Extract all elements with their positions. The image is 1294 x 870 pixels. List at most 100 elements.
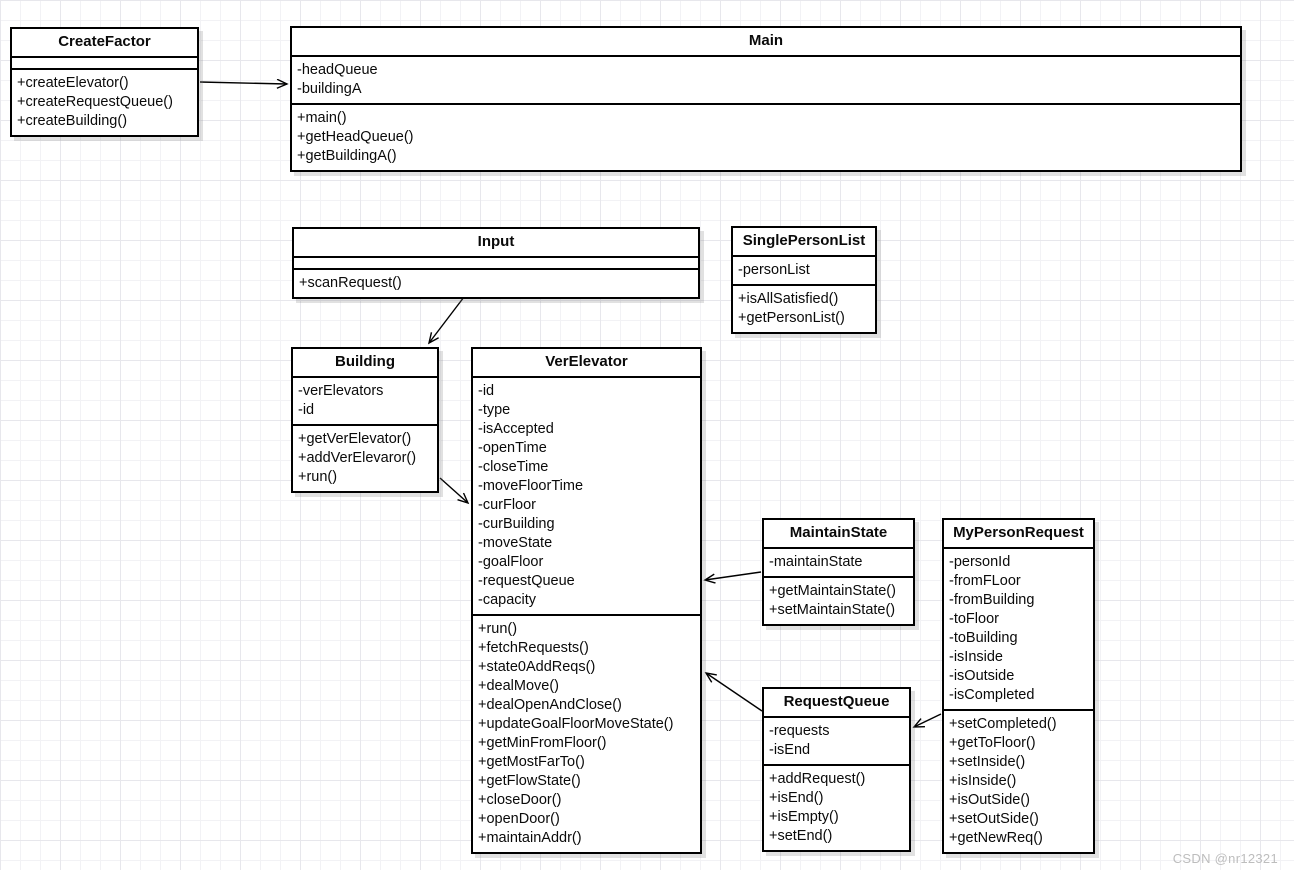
method: +run() [478,621,518,637]
class-methods-main: +main() +getHeadQueue() +getBuildingA() [292,103,1240,170]
method: +main() [297,110,347,126]
method: +getFlowState() [478,773,581,789]
attribute: -fromFLoor [949,573,1021,589]
method: +isInside() [949,773,1017,789]
attribute: -capacity [478,592,537,608]
attribute: -id [298,402,315,418]
class-attributes-ver-elevator: -id-type-isAccepted-openTime-closeTime-m… [473,378,700,614]
arrow-requestqueue-to-verelevator [706,673,763,712]
method: +dealMove() [478,678,559,694]
attribute: -fromBuilding [949,592,1035,608]
class-box-building: Building -verElevators -id +getVerElevator(… [291,347,439,493]
method: +createRequestQueue() [17,94,173,110]
attribute: -isOutside [949,668,1015,684]
attribute: -personId [949,554,1011,570]
attribute: -toFloor [949,611,999,627]
class-attributes-my-person-request: -personId -fromFLoor -fromBuilding -toFloor… [944,549,1093,709]
method: +getMostFarTo() [478,754,585,770]
attribute: -id [478,383,495,399]
attribute: -requestQueue [478,573,575,589]
attribute: -verElevators [298,383,384,399]
arrow-building-to-verelevator [439,477,468,503]
method: +updateGoalFloorMoveState() [478,716,674,732]
arrow-input-to-building [429,296,465,343]
method: +run() [298,469,338,485]
class-box-single-person-list: SinglePersonList-personList+isAllSatisfi… [731,226,877,334]
class-box-maintain-state: MaintainState-maintainState+getMaintainS… [762,518,915,626]
method: +getToFloor() [949,735,1036,751]
class-box-create-factor: CreateFactor +createElevator() +createRequ… [10,27,199,137]
method: +maintainAddr() [478,830,582,846]
method: +setOutSide() [949,811,1039,827]
method: +fetchRequests() [478,640,589,656]
method: +setInside() [949,754,1026,770]
class-methods-single-person-list: +isAllSatisfied() +getPersonList() [733,284,875,332]
attribute: -isInside [949,649,1003,665]
class-title-create-factor: CreateFactor [12,29,197,58]
method: +setCompleted() [949,716,1057,732]
method: +getHeadQueue() [297,129,414,145]
method: +openDoor() [478,811,560,827]
class-title-main: Main [292,28,1240,57]
attribute: -openTime [478,440,547,456]
method: +getVerElevator() [298,431,412,447]
class-box-my-person-request: MyPersonRequest -personId -fromFLoor -fromB… [942,518,1095,854]
method: +scanRequest() [299,275,402,291]
attribute: -isEnd [769,742,811,758]
class-methods-request-queue: +addRequest()+isEnd()+isEmpty()+setEnd() [764,764,909,850]
class-attributes-request-queue: -requests -isEnd [764,718,909,764]
arrow-maintainstate-to-verelevator [705,571,762,580]
class-title-my-person-request: MyPersonRequest [944,520,1093,549]
attribute: -requests [769,723,830,739]
class-methods-building: +getVerElevator()+addVerElevaror()+run() [293,424,437,491]
class-attributes-maintain-state: -maintainState [764,549,913,576]
class-title-input: Input [294,229,698,258]
method: +isOutSide() [949,792,1030,808]
class-attributes-single-person-list: -personList [733,257,875,284]
method: +createElevator() [17,75,129,91]
class-title-request-queue: RequestQueue [764,689,909,718]
method: +dealOpenAndClose() [478,697,622,713]
method: +getMinFromFloor() [478,735,607,751]
method: +getBuildingA() [297,148,397,164]
attribute: -maintainState [769,554,863,570]
attribute: -goalFloor [478,554,544,570]
method: +getNewReq() [949,830,1043,846]
attribute: -type [478,402,511,418]
method: +isAllSatisfied() [738,291,839,307]
class-attributes-input [294,258,698,268]
attribute: -buildingA [297,81,362,97]
attribute: -isCompleted [949,687,1035,703]
attribute: -curBuilding [478,516,555,532]
class-methods-create-factor: +createElevator() +createRequestQueue() +c… [12,68,197,135]
attribute: -headQueue [297,62,378,78]
class-title-ver-elevator: VerElevator [473,349,700,378]
method: +setEnd() [769,828,833,844]
attribute: -curFloor [478,497,537,513]
method: +getPersonList() [738,310,845,326]
class-methods-my-person-request: +setCompleted() +getToFloor() +setInside()… [944,709,1093,852]
method: +createBuilding() [17,113,128,129]
method: +addRequest() [769,771,866,787]
watermark: CSDN @nr12321 [1172,851,1278,866]
class-methods-maintain-state: +getMaintainState()+setMaintainState() [764,576,913,624]
class-box-main: Main -headQueue -buildingA +main() +getHeadQ… [290,26,1242,172]
attribute: -isAccepted [478,421,554,437]
arrow-createfactor-to-main [199,82,287,84]
class-box-ver-elevator: VerElevator -id -type -isAccepted -openTime -… [471,347,702,854]
attribute: -moveState [478,535,553,551]
class-title-building: Building [293,349,437,378]
attribute: -toBuilding [949,630,1018,646]
class-attributes-main: -headQueue -buildingA [292,57,1240,103]
method: +state0AddReqs() [478,659,596,675]
arrow-mypersonrequest-to-requestqueue [914,713,942,727]
class-methods-input: +scanRequest() [294,268,698,297]
class-box-request-queue: RequestQueue -requests -isEnd +addRequest()… [762,687,911,852]
attribute: -moveFloorTime [478,478,584,494]
class-methods-ver-elevator: +run() +fetchRequests() +state0AddReqs() +d… [473,614,700,852]
class-attributes-create-factor [12,58,197,68]
method: +closeDoor() [478,792,562,808]
class-box-input: Input +scanRequest() [292,227,700,299]
method: +getMaintainState() [769,583,896,599]
